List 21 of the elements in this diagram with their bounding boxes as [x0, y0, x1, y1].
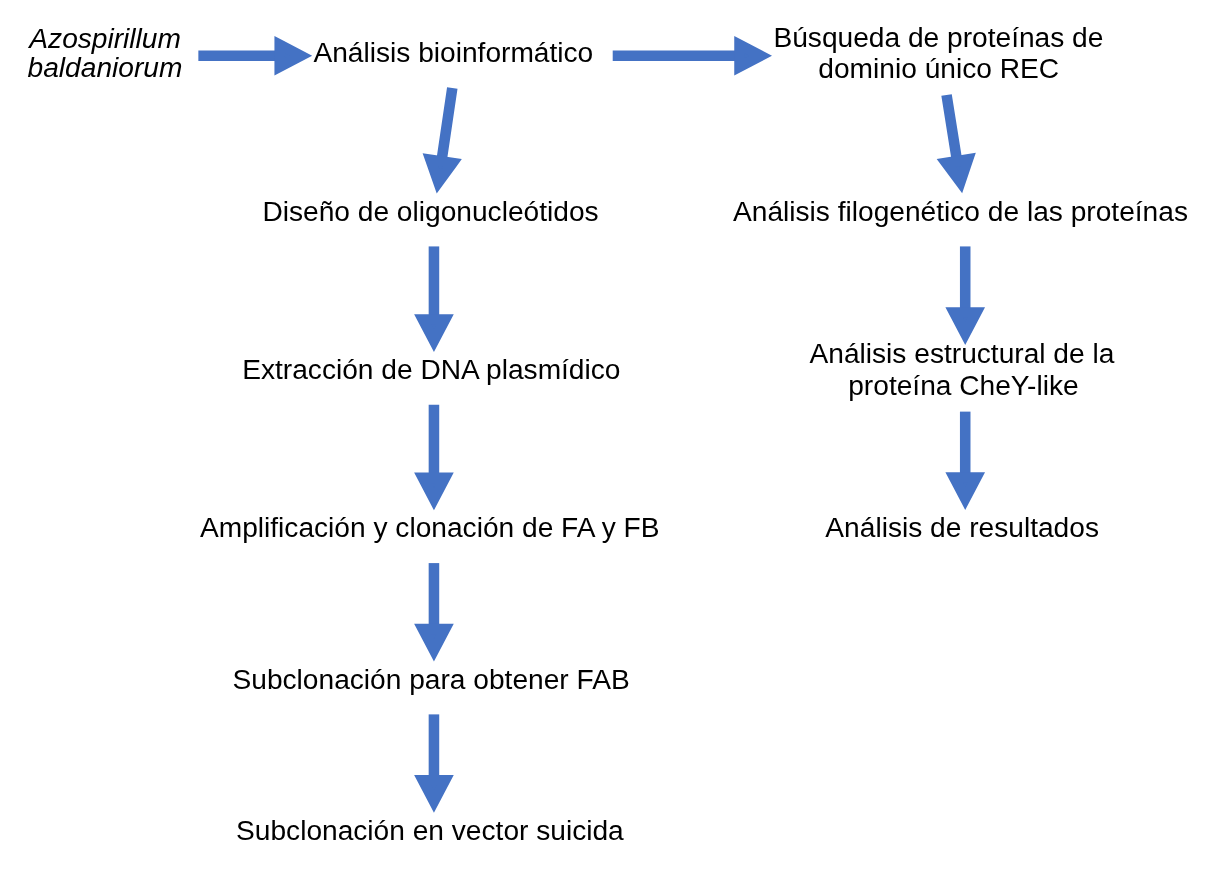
- node-text: Diseño de oligonucleótidos: [262, 195, 599, 227]
- arrow: [936, 93, 976, 193]
- node-text: Subclonación para obtener FAB: [232, 663, 630, 695]
- node-text: Amplificación y clonación de FA y FB: [199, 511, 660, 543]
- node-text: Extracción de DNA plasmídico: [242, 353, 621, 385]
- node-text: Análisis bioinformático: [313, 36, 594, 68]
- node-text: Azospirillum baldaniorum: [27, 22, 183, 82]
- arrow: [414, 562, 454, 662]
- node-text: Análisis estructural de la proteína CheY-like: [809, 337, 1115, 401]
- arrow: [414, 404, 454, 510]
- node-text: Subclonación en vector suicida: [236, 814, 624, 846]
- arrow: [945, 245, 986, 345]
- arrow: [198, 35, 313, 76]
- node-text: Análisis filogenético de las proteínas: [733, 195, 1188, 227]
- arrow: [612, 35, 772, 76]
- node-text: Búsqueda de proteínas de dominio único REC: [773, 21, 1104, 84]
- node-text: Análisis de resultados: [825, 511, 1099, 543]
- arrow: [422, 86, 462, 194]
- arrow: [414, 245, 454, 352]
- arrow: [414, 713, 454, 813]
- arrow: [945, 411, 986, 510]
